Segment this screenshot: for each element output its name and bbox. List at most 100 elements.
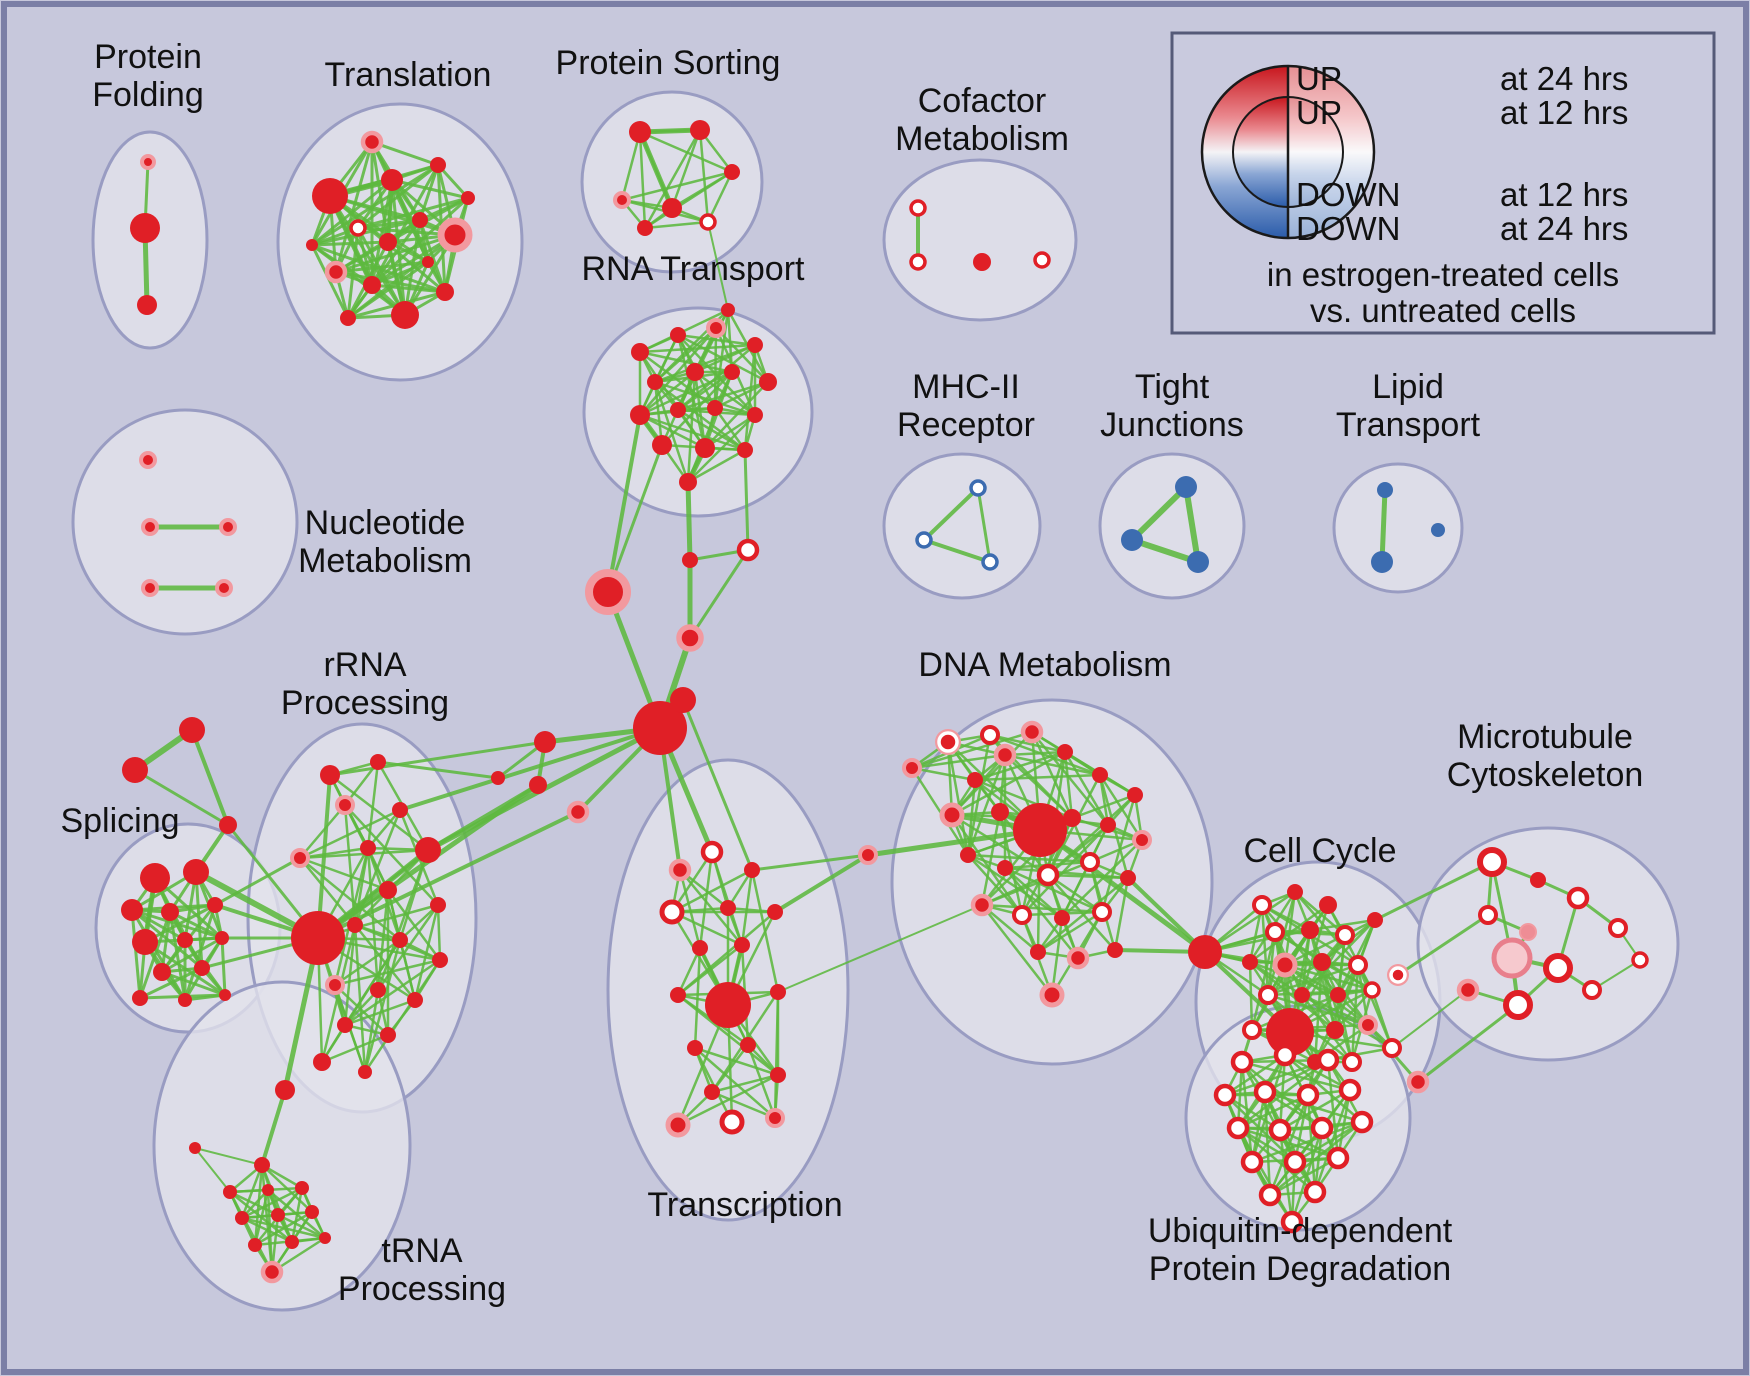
gene-node-up — [313, 1053, 331, 1071]
network-edge — [333, 846, 370, 987]
cluster-region-mhc-ii-receptor — [882, 452, 1042, 600]
network-edge — [777, 904, 983, 993]
gene-node-up-halo — [665, 1112, 691, 1138]
gene-node-up — [629, 121, 651, 143]
gene-node-up-late — [1342, 1052, 1362, 1072]
network-edge — [1113, 876, 1130, 952]
gene-node-up — [967, 772, 983, 788]
legend-right-half-lighten — [1288, 66, 1374, 238]
gene-node-up — [140, 863, 170, 893]
gene-node-up-halo — [1358, 1015, 1378, 1035]
gene-node-up-halo — [1020, 720, 1044, 744]
gene-node-up — [305, 1205, 319, 1219]
network-edge — [1003, 753, 1102, 777]
gene-node-up — [720, 900, 736, 916]
network-edge — [190, 728, 230, 827]
network-edge — [370, 260, 430, 287]
network-edge — [706, 170, 734, 224]
legend-up-24-label: UP — [1296, 60, 1342, 97]
gene-node-up-late — [1242, 1020, 1262, 1040]
gene-node-up — [652, 435, 672, 455]
gene-node-up-halo — [902, 758, 922, 778]
network-edge — [980, 903, 1040, 954]
gene-node-up — [1063, 809, 1081, 827]
network-edge — [643, 128, 702, 230]
network-edge — [710, 1090, 777, 1120]
gene-node-up — [215, 931, 229, 945]
network-edge — [1203, 890, 1297, 954]
cluster-label-microtubule-cytoskeleton: Cytoskeleton — [1447, 756, 1644, 794]
cluster-label-splicing: Splicing — [60, 802, 179, 840]
legend-down-24-time: at 24 hrs — [1500, 210, 1628, 247]
network-edge — [398, 938, 417, 1002]
network-edge — [334, 140, 374, 274]
gene-node-up — [319, 1232, 331, 1244]
gene-node-up — [960, 847, 976, 863]
gene-node-up — [670, 987, 686, 1003]
gene-node-up-halo — [939, 802, 965, 828]
gene-node-up — [285, 1235, 299, 1249]
gene-node-up-halo — [360, 130, 384, 154]
gene-node-up-late — [1326, 1146, 1350, 1170]
gene-node-up — [461, 191, 475, 205]
network-edge — [168, 910, 224, 940]
network-edge — [133, 768, 230, 827]
network-edge — [1100, 793, 1137, 914]
gene-node-up — [1287, 884, 1303, 900]
network-edge — [1313, 963, 1360, 1064]
network-edge — [1248, 960, 1254, 1032]
network-edge — [865, 827, 1043, 858]
legend-up-12-label: UP — [1296, 94, 1342, 131]
network-edge — [240, 1216, 294, 1244]
network-edge — [310, 178, 394, 247]
gene-node-up-late — [1240, 1150, 1264, 1174]
network-edge — [638, 413, 707, 450]
gene-node-up-late — [1478, 905, 1498, 925]
gene-node-up — [430, 897, 446, 913]
network-edge — [194, 1147, 231, 1193]
network-edge — [966, 853, 1064, 920]
gene-node-up — [379, 881, 397, 899]
gene-node-up-late — [909, 253, 927, 271]
gene-node-up-halo — [585, 569, 631, 615]
network-edge — [606, 413, 642, 594]
gene-node-up — [295, 1181, 309, 1195]
network-edge — [676, 946, 702, 997]
gene-node-up-halo — [324, 260, 348, 284]
network-edge — [220, 936, 227, 997]
cluster-label-cofactor-metabolism: Cofactor — [918, 82, 1047, 120]
cluster-region-tight-junctions — [1098, 452, 1246, 600]
gene-node-up-late — [1258, 985, 1278, 1005]
cluster-label-protein-folding: Protein — [94, 38, 202, 76]
gene-node-up-halo — [1406, 1070, 1430, 1094]
network-edge — [1236, 1093, 1310, 1130]
gene-node-up — [132, 929, 158, 955]
gene-node-up — [194, 960, 210, 976]
cluster-region-microtubule-cytoskeleton — [1416, 826, 1680, 1062]
network-edge — [1126, 876, 1207, 954]
gene-node-up — [219, 816, 237, 834]
cluster-label-rna-transport: RNA Transport — [582, 250, 806, 288]
gene-node-up — [633, 701, 687, 755]
gene-node-up — [122, 757, 148, 783]
network-edge — [670, 910, 744, 947]
network-edge — [966, 753, 1007, 857]
gene-node-up — [1120, 870, 1136, 886]
gene-node-up — [381, 169, 403, 191]
cluster-region-trna-processing — [152, 980, 412, 1312]
network-edge — [1046, 823, 1110, 877]
gene-node-up-late — [1280, 1210, 1304, 1234]
network-edge — [1030, 730, 1074, 820]
gene-node-up — [380, 1027, 396, 1043]
gene-node-up — [1100, 817, 1116, 833]
gene-node-up — [690, 120, 710, 140]
gene-node-down — [1431, 523, 1445, 537]
network-edge — [713, 406, 747, 452]
network-edge — [160, 936, 224, 974]
gene-node-up — [734, 937, 750, 953]
gene-node-up — [647, 374, 663, 390]
gene-node-up — [1107, 942, 1123, 958]
network-edge — [398, 726, 662, 812]
gene-node-up-late — [1310, 1116, 1334, 1140]
network-edge — [681, 698, 754, 872]
